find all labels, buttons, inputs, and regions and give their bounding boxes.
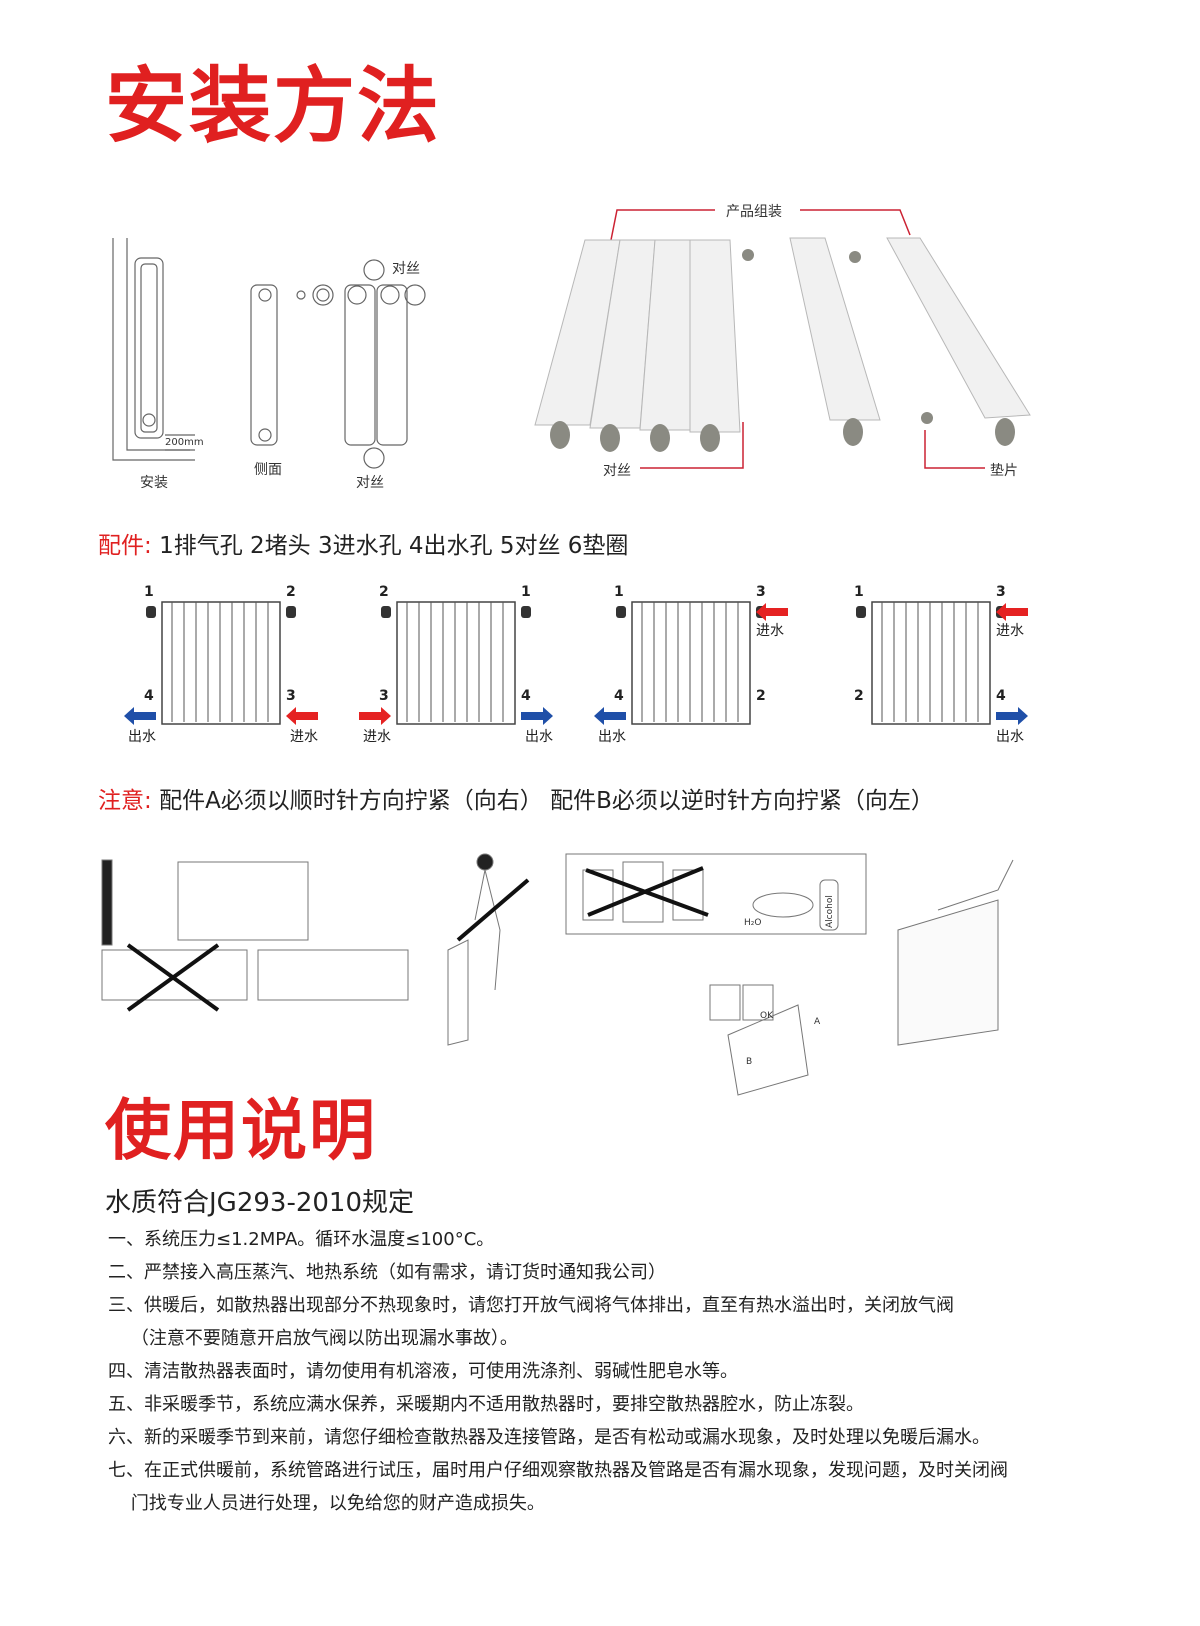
- dim-label: 200mm: [165, 437, 204, 448]
- install-title: 安装方法: [105, 59, 442, 154]
- a-label: A: [814, 1017, 821, 1027]
- flow-text: 出水: [128, 729, 156, 745]
- port-label: 4: [996, 688, 1006, 704]
- install-side-drawings: [112, 238, 426, 469]
- usage-title: 使用说明: [105, 1092, 377, 1169]
- port-label: 1: [854, 584, 864, 600]
- label-pair-wire: 对丝: [603, 463, 631, 479]
- parts-prefix: 配件:: [98, 533, 152, 559]
- port-label: 4: [614, 688, 624, 704]
- ok-label: OK: [760, 1011, 774, 1021]
- port-label: 1: [521, 584, 531, 600]
- port-label: 2: [854, 688, 864, 704]
- radiator-icon: [594, 601, 788, 725]
- parts-line: 配件: 1排气孔 2堵头 3进水孔 4出水孔 5对丝 6垫圈: [98, 526, 628, 560]
- radiator-icon: [359, 601, 553, 725]
- note-prefix: 注意:: [98, 788, 152, 814]
- flow-text: 出水: [525, 729, 553, 745]
- label-pair-bottom: 对丝: [356, 475, 384, 491]
- port-label: 3: [286, 688, 296, 704]
- port-label: 2: [756, 688, 766, 704]
- h2o-label: H₂O: [744, 918, 761, 928]
- flow-text: 进水: [996, 623, 1024, 639]
- usage-item: 四、清洁散热器表面时，请勿使用有机溶液，可使用洗涤剂、弱碱性肥皂水等。: [108, 1361, 738, 1382]
- flow-arrow: [124, 707, 156, 725]
- port-label: 3: [379, 688, 389, 704]
- port-label: 1: [614, 584, 624, 600]
- flow-arrow: [996, 707, 1028, 725]
- alcohol-label: Alcohol: [825, 895, 835, 928]
- connection-diagram: 2 1 3 4 进水 出水: [355, 584, 585, 760]
- flow-arrow: [594, 707, 626, 725]
- label-gasket: 垫片: [990, 463, 1018, 479]
- port-label: 1: [144, 584, 154, 600]
- connection-diagram: 1 3 4 2 出水 进水: [590, 584, 820, 760]
- label-install: 安装: [140, 475, 168, 491]
- usage-item: 一、系统压力≤1.2MPA。循环水温度≤100°C。: [108, 1229, 495, 1250]
- note-line: 注意: 配件A必须以顺时针方向拧紧（向右） 配件B必须以逆时针方向拧紧（向左）: [98, 781, 934, 815]
- label-assembly: 产品组装: [723, 201, 785, 221]
- note-text: 配件A必须以顺时针方向拧紧（向右） 配件B必须以逆时针方向拧紧（向左）: [159, 788, 934, 814]
- usage-item: 五、非采暖季节，系统应满水保养，采暖期内不适用散热器时，要排空散热器腔水，防止冻…: [108, 1394, 864, 1415]
- connection-diagram: 1 3 2 4 进水 出水: [830, 584, 1060, 760]
- flow-text: 出水: [996, 729, 1024, 745]
- flow-arrow: [521, 707, 553, 725]
- port-label: 2: [286, 584, 296, 600]
- flow-text: 进水: [363, 729, 391, 745]
- port-label: 2: [379, 584, 389, 600]
- flow-text: 出水: [598, 729, 626, 745]
- usage-subtitle: 水质符合JG293-2010规定: [105, 1188, 414, 1218]
- flow-arrow: [756, 603, 788, 621]
- flow-arrow: [359, 707, 391, 725]
- usage-item: 六、新的采暖季节到来前，请您仔细检查散热器及连接管路，是否有松动或漏水现象，及时…: [108, 1427, 990, 1448]
- parts-list: 1排气孔 2堵头 3进水孔 4出水孔 5对丝 6垫圈: [159, 533, 629, 559]
- flow-text: 进水: [756, 623, 784, 639]
- usage-item: 七、在正式供暖前，系统管路进行试压，届时用户仔细观察散热器及管路是否有漏水现象，…: [108, 1460, 1008, 1481]
- usage-item: 门找专业人员进行处理，以免给您的财产造成损失。: [108, 1493, 545, 1514]
- port-label: 4: [144, 688, 154, 704]
- port-label: 3: [756, 584, 766, 600]
- usage-item: 二、严禁接入高压蒸汽、地热系统（如有需求，请订货时通知我公司）: [108, 1262, 666, 1283]
- flow-arrow: [286, 707, 318, 725]
- assembly-illustration: [534, 209, 1031, 469]
- port-label: 4: [521, 688, 531, 704]
- radiator-icon: [124, 601, 318, 725]
- usage-item: 三、供暖后，如散热器出现部分不热现象时，请您打开放气阀将气体排出，直至有热水溢出…: [108, 1295, 954, 1316]
- label-side: 侧面: [254, 462, 282, 478]
- b-label: B: [746, 1057, 752, 1067]
- flow-arrow: [996, 603, 1028, 621]
- port-label: 3: [996, 584, 1006, 600]
- usage-item: （注意不要随意开启放气阀以防出现漏水事故）。: [108, 1328, 518, 1349]
- label-pair-top: 对丝: [392, 261, 420, 277]
- connection-diagram: 1 2 4 3 出水 进水: [120, 584, 350, 760]
- radiator-icon: [856, 601, 1028, 725]
- flow-text: 进水: [290, 729, 318, 745]
